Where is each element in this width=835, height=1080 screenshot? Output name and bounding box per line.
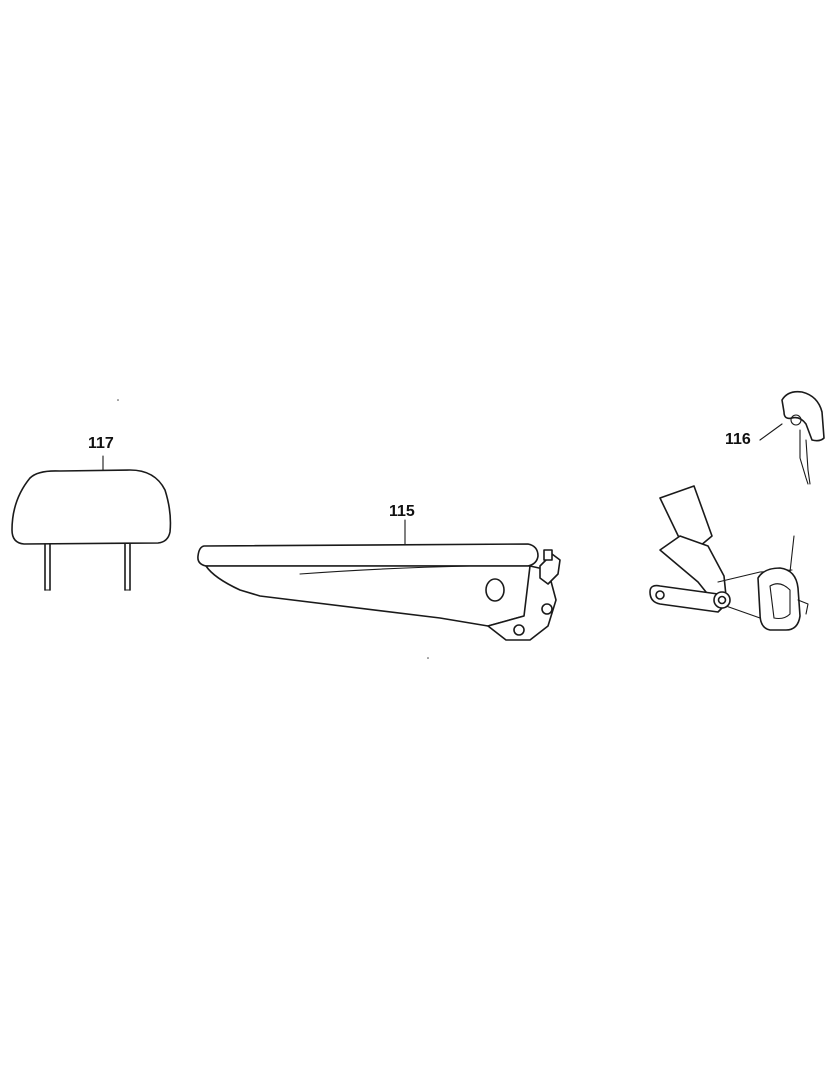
leader-line-116 <box>759 423 783 441</box>
headrest-icon <box>11 469 172 591</box>
scan-speck <box>117 399 119 401</box>
seatbelt-buckle-icon <box>649 390 825 631</box>
reference-label-116: 116 <box>725 431 751 448</box>
reference-label-117: 117 <box>88 435 114 452</box>
armrest-icon <box>197 543 561 641</box>
scan-speck <box>427 657 429 659</box>
reference-label-115: 115 <box>389 503 415 520</box>
